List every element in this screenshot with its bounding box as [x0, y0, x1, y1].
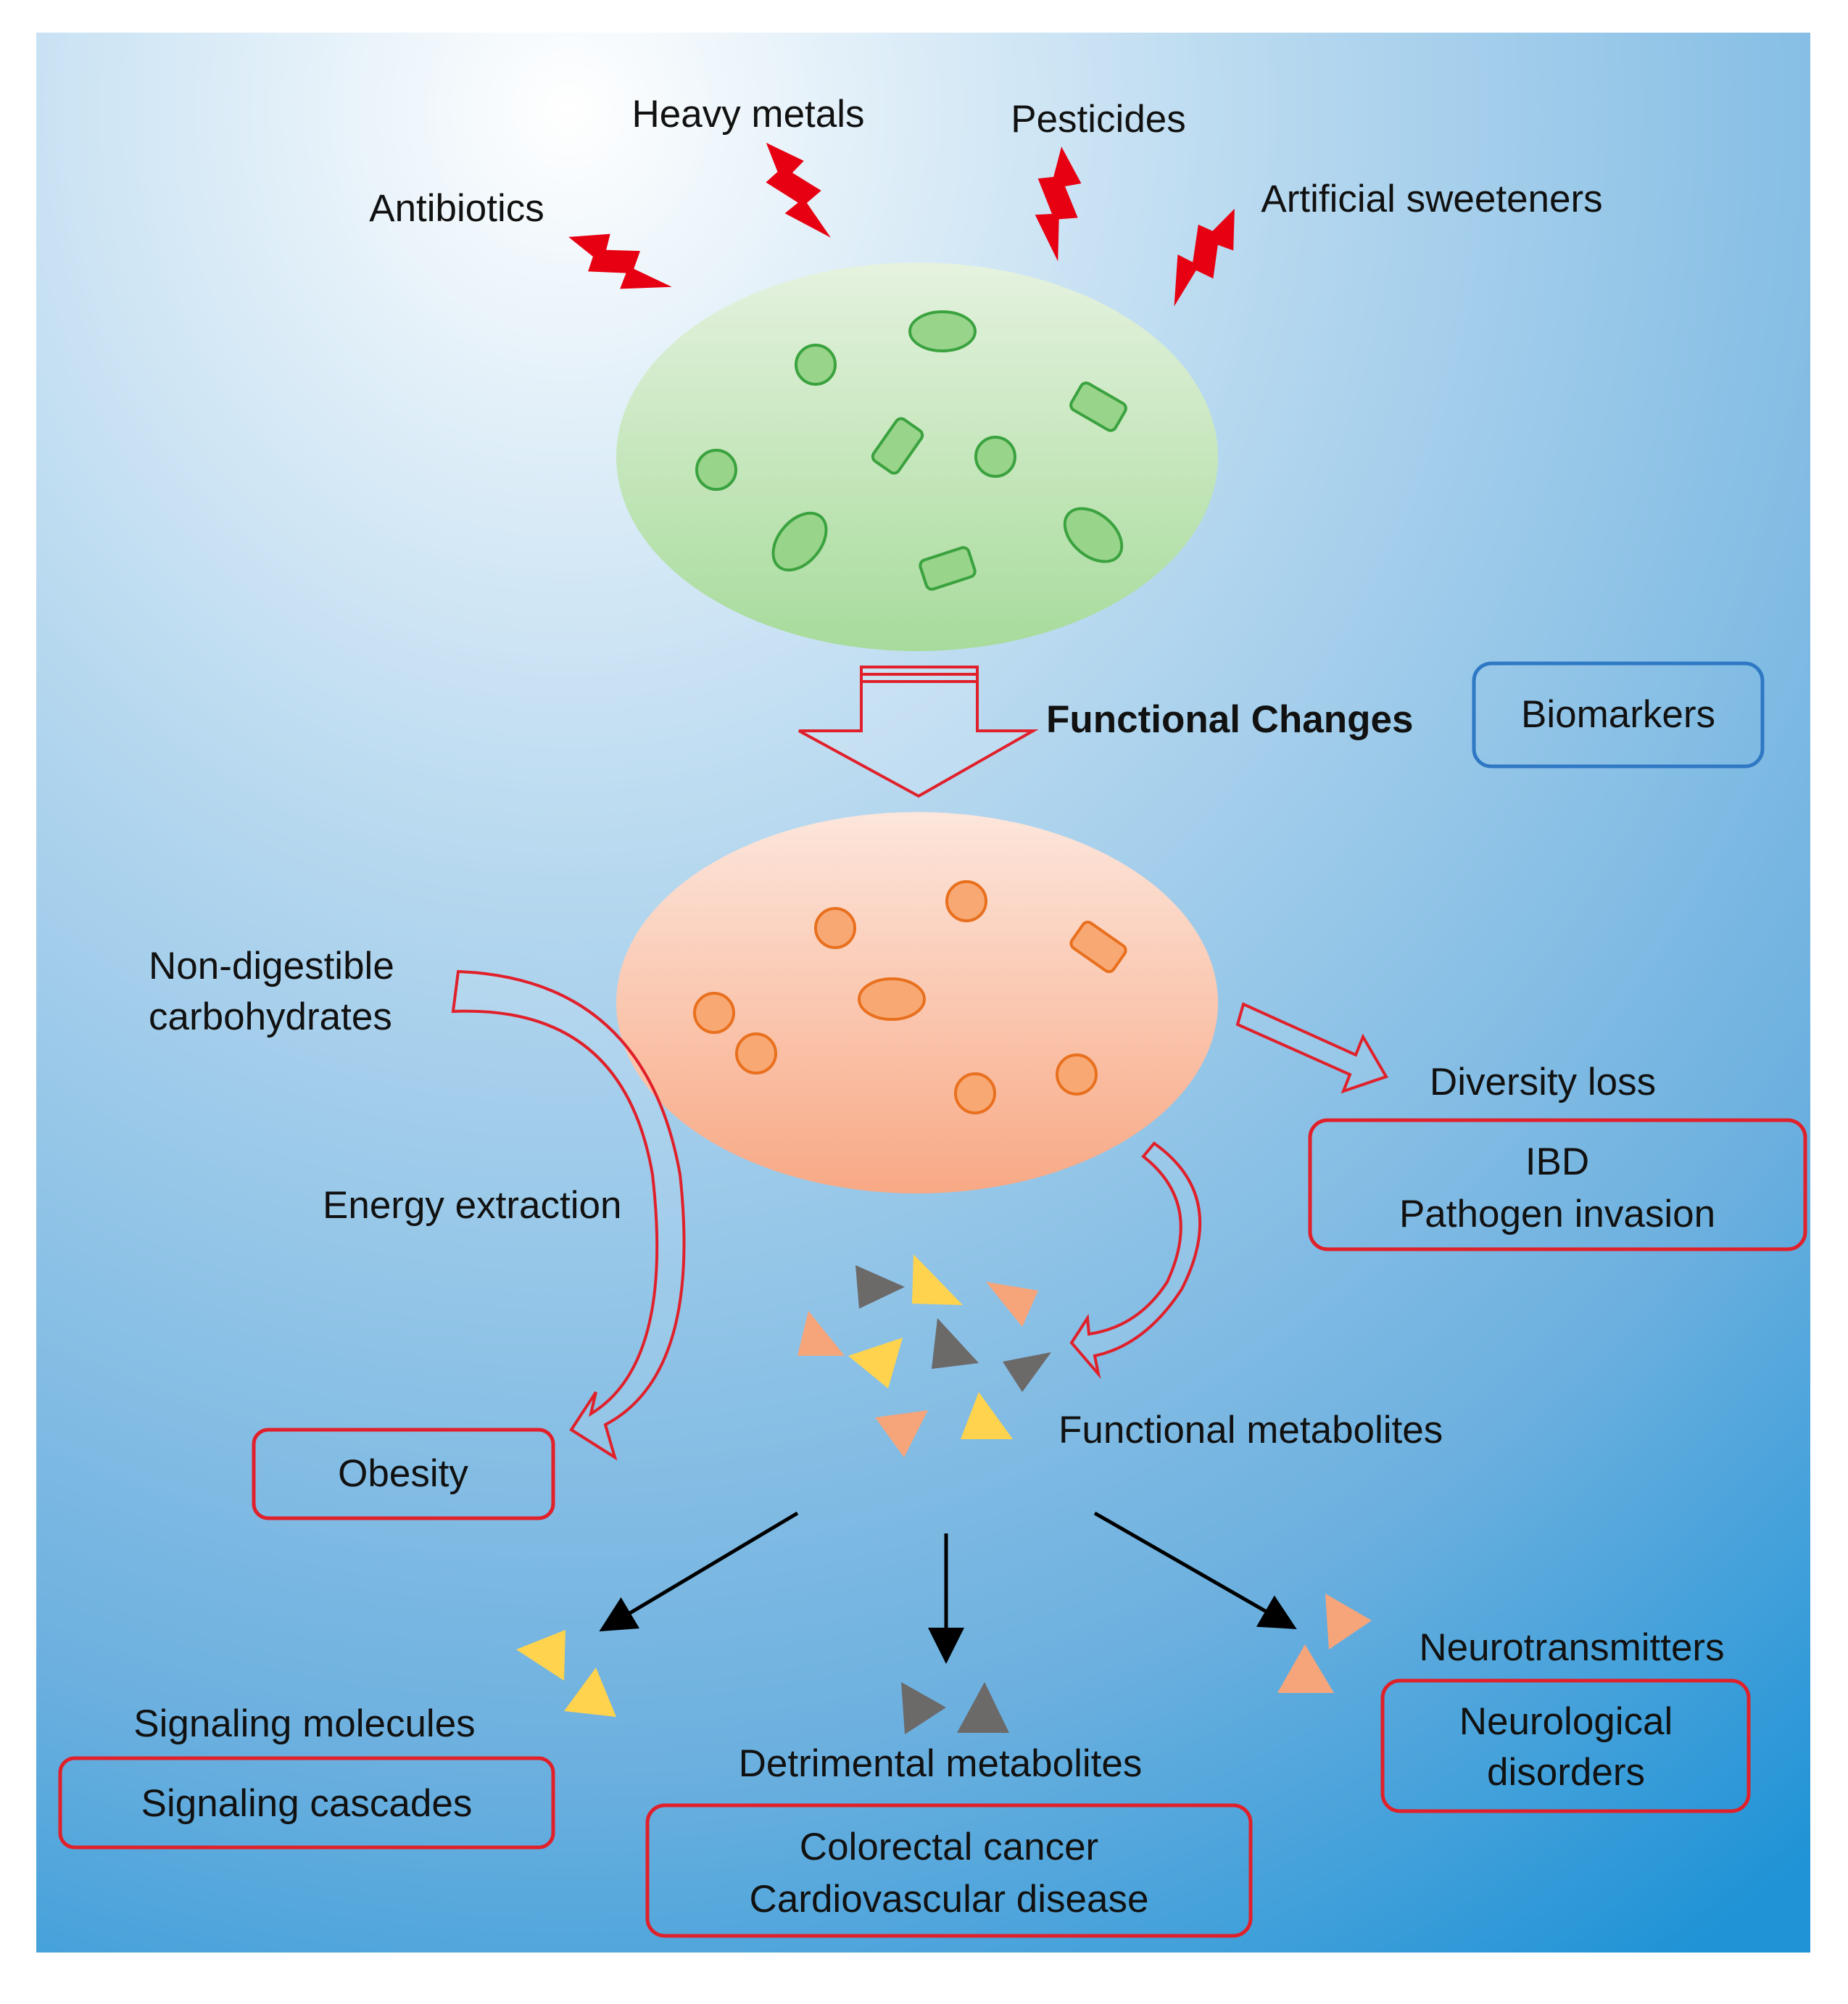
- green-bacterium: [771, 511, 828, 572]
- green-bacterium: [974, 436, 1016, 478]
- green-bacterium: [1063, 507, 1124, 563]
- metabolite-gray: [855, 1265, 905, 1309]
- label-disorders: disorders: [1487, 1751, 1645, 1794]
- label-biomarkers: Biomarkers: [1521, 693, 1715, 736]
- metabolite-orange: [986, 1282, 1038, 1327]
- green-bacterium: [871, 417, 924, 475]
- label-ibd: IBD: [1525, 1140, 1589, 1183]
- signaling-cascades-box: [58, 1756, 555, 1850]
- metabolite-yellow: [848, 1338, 903, 1388]
- label-pathogen-invasion: Pathogen invasion: [1399, 1193, 1715, 1235]
- label-carbohydrates: carbohydrates: [149, 995, 392, 1038]
- energy-extraction-arrow: [451, 969, 686, 1461]
- neurotransmitters-icon: [1277, 1594, 1372, 1693]
- label-neurotransmitters: Neurotransmitters: [1419, 1626, 1724, 1669]
- orange-bacterium: [858, 977, 926, 1021]
- label-functional-metabolites: Functional metabolites: [1058, 1409, 1443, 1452]
- metabolite-gray: [957, 1682, 1009, 1733]
- green-bacterium: [908, 310, 977, 352]
- green-bacterium: [795, 344, 837, 386]
- metabolite-yellow: [564, 1668, 616, 1717]
- label-pesticides: Pesticides: [1011, 98, 1186, 141]
- metabolite-gray: [901, 1682, 946, 1734]
- label-colorectal-cancer: Colorectal cancer: [800, 1826, 1098, 1868]
- label-antibiotics: Antibiotics: [369, 187, 544, 230]
- green-bacterium: [695, 449, 737, 491]
- arrow-to-neurotransmitters: [1093, 1511, 1297, 1629]
- label-functional-changes: Functional Changes: [1046, 698, 1413, 741]
- label-artificial-sweeteners: Artificial sweeteners: [1261, 178, 1602, 220]
- green-bacterium: [1069, 381, 1127, 432]
- green-bacteria: [695, 310, 1127, 591]
- metabolite-yellow: [516, 1630, 565, 1681]
- label-signaling-cascades: Signaling cascades: [141, 1782, 473, 1825]
- orange-bacteria: [693, 880, 1127, 1114]
- functional-metabolites-cluster: [797, 1254, 1051, 1457]
- biomarkers-box: [1472, 661, 1765, 769]
- functional-changes-arrow: [798, 666, 1039, 798]
- orange-bacterium: [735, 1032, 777, 1075]
- label-energy-extraction: Energy extraction: [323, 1184, 621, 1227]
- metabolite-orange: [797, 1311, 845, 1356]
- label-heavy-metals: Heavy metals: [631, 93, 864, 136]
- metabolite-orange: [1325, 1594, 1372, 1649]
- dysbiotic-microbiota: [616, 812, 1218, 1193]
- metabolite-orange: [1277, 1644, 1334, 1693]
- orange-bacterium: [1056, 1053, 1098, 1096]
- label-diversity-loss: Diversity loss: [1430, 1061, 1656, 1104]
- detrimental-metabolites-icon: [901, 1682, 1009, 1734]
- obesity-box: [252, 1428, 555, 1520]
- label-non-digestible: Non-digestible: [149, 945, 394, 987]
- healthy-microbiota-body: [616, 262, 1218, 651]
- signaling-molecules-icon: [516, 1630, 616, 1717]
- detrimental-outcome-box: [645, 1803, 1253, 1938]
- arrow-to-signaling: [599, 1511, 799, 1632]
- label-cardiovascular-disease: Cardiovascular disease: [750, 1878, 1149, 1921]
- metabolite-production-arrow: [1069, 1141, 1202, 1380]
- healthy-microbiota: [616, 262, 1218, 651]
- label-obesity: Obesity: [338, 1452, 468, 1495]
- orange-bacterium: [814, 907, 856, 949]
- label-signaling-molecules: Signaling molecules: [133, 1702, 475, 1745]
- diversity-outcome-box: [1308, 1118, 1807, 1251]
- metabolite-gray: [932, 1318, 979, 1369]
- metabolite-yellow: [912, 1254, 963, 1305]
- orange-bacterium: [1069, 920, 1127, 974]
- metabolite-yellow: [961, 1392, 1013, 1439]
- label-neurological: Neurological: [1459, 1700, 1673, 1743]
- neuro-outcome-box: [1380, 1678, 1751, 1813]
- orange-bacterium: [693, 992, 735, 1034]
- orange-bacterium: [954, 1072, 996, 1114]
- metabolite-gray: [1003, 1352, 1051, 1392]
- green-bacterium: [919, 546, 977, 591]
- diversity-loss-arrow: [1235, 1002, 1388, 1094]
- metabolite-orange: [875, 1410, 928, 1457]
- orange-bacterium: [945, 880, 987, 922]
- label-detrimental-metabolites: Detrimental metabolites: [739, 1742, 1143, 1785]
